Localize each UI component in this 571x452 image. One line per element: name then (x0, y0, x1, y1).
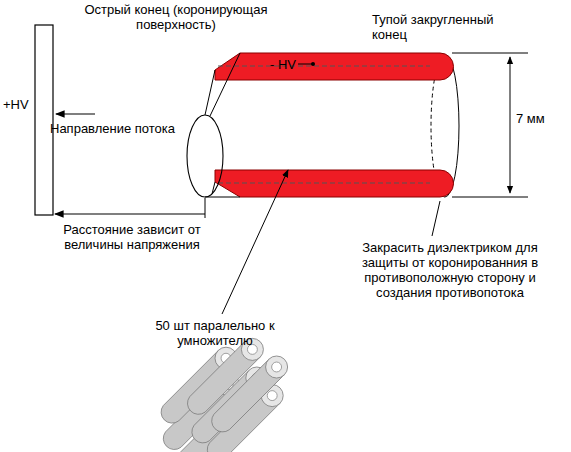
flow-arrow (56, 113, 95, 114)
flow-label: Направление потока (50, 121, 186, 136)
voltage-label: +HV (3, 97, 33, 112)
tube-hidden-edge (218, 66, 430, 183)
voltage-label: - HV (270, 57, 296, 72)
blunt-end-label: Тупой закругленный конец (372, 12, 517, 42)
dimension-line (510, 57, 511, 193)
distance-note: Расстояние зависит от величины напряжени… (42, 222, 222, 252)
tube-bundle (161, 338, 288, 452)
quantity-note: 50 шт паралельно к умножителю (140, 318, 290, 348)
leader-line (432, 201, 440, 236)
sharp-end-ellipse (187, 115, 223, 197)
tube-hole (267, 391, 277, 401)
leader-arrow (222, 170, 288, 314)
distance-tick (205, 198, 206, 218)
tube-face (266, 356, 288, 378)
plate-electrode (35, 25, 53, 215)
tube-body (212, 359, 285, 432)
distance-arrow (55, 213, 205, 214)
sharp-end-label: Острый конец (коронирующая поверхность) (82, 2, 270, 32)
hv-pointer (298, 64, 312, 65)
coating-note: Закрасить диэлектриком для защиты от кор… (360, 240, 540, 300)
dimension-label: 7 мм (516, 111, 561, 126)
hv-pointer-dot (311, 62, 315, 66)
tube-hole (272, 362, 282, 372)
taper-lines (205, 53, 240, 197)
